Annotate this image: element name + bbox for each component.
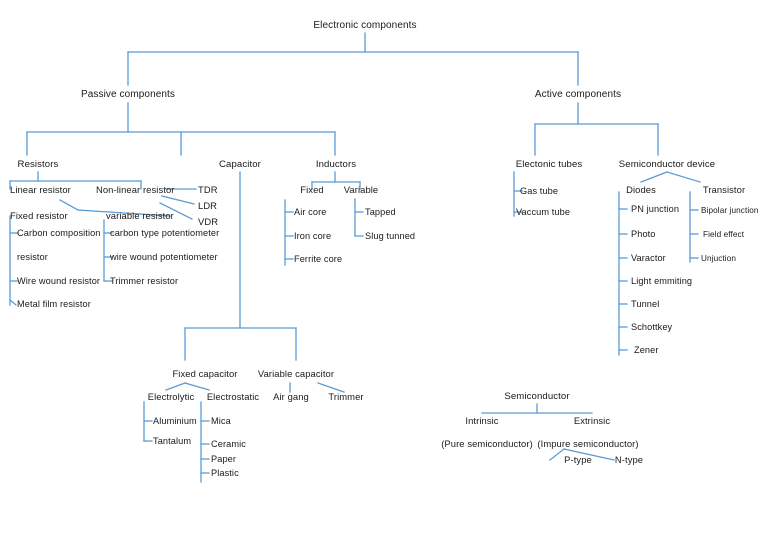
- node-electronic-components[interactable]: Electronic components: [313, 20, 417, 31]
- node-vdr[interactable]: VDR: [198, 216, 219, 227]
- edge-semidevice-to-transistor: [666, 171, 701, 183]
- node-variable-resistor[interactable]: variable resistor: [106, 210, 174, 221]
- node-variable-capacitor[interactable]: Variable capacitor: [257, 368, 335, 379]
- node-iron-core[interactable]: Iron core: [294, 231, 332, 241]
- node-diodes[interactable]: Diodes: [626, 184, 656, 195]
- node-tunnel[interactable]: Tunnel: [631, 299, 660, 309]
- node-field-effect[interactable]: Field effect: [703, 230, 745, 239]
- node-electonic-tubes[interactable]: Electonic tubes: [515, 159, 583, 170]
- node-schottkey[interactable]: Schottkey: [631, 322, 673, 332]
- node-capacitor[interactable]: Capacitor: [219, 159, 261, 170]
- node-bipolar-junction[interactable]: Bipolar junction: [701, 206, 759, 215]
- node-metal-film-resistor[interactable]: Metal film resistor: [17, 299, 91, 309]
- node-inductor-fixed[interactable]: Fixed: [300, 184, 324, 195]
- node-pure-semiconductor: (Pure semiconductor): [441, 438, 533, 449]
- edge-tick-metal-film: [9, 299, 17, 306]
- node-semiconductor[interactable]: Semiconductor: [504, 391, 570, 402]
- node-air-gang[interactable]: Air gang: [273, 391, 309, 402]
- node-trimmer-resistor[interactable]: Trimmer resistor: [110, 276, 179, 286]
- node-inductor-variable[interactable]: Variable: [343, 184, 379, 195]
- node-transistor[interactable]: Transistor: [702, 184, 746, 195]
- node-passive-components[interactable]: Passive components: [80, 89, 176, 100]
- node-paper[interactable]: Paper: [211, 454, 237, 464]
- node-unjuction[interactable]: Unjuction: [701, 254, 737, 263]
- node-slug-tunned[interactable]: Slug tunned: [365, 231, 416, 241]
- node-mica[interactable]: Mica: [211, 416, 231, 426]
- node-aluminium[interactable]: Aluminium: [153, 416, 197, 426]
- node-ceramic[interactable]: Ceramic: [211, 439, 246, 449]
- node-fixed-capacitor[interactable]: Fixed capacitor: [172, 368, 238, 379]
- node-wire-wound-resistor[interactable]: Wire wound resistor: [17, 276, 101, 286]
- edge-linear-to-fixed: [59, 199, 79, 211]
- node-tapped[interactable]: Tapped: [365, 207, 396, 217]
- node-resistors[interactable]: Resistors: [17, 159, 59, 170]
- edge-nonlinear-to-ldr: [161, 195, 195, 205]
- node-ldr[interactable]: LDR: [198, 200, 218, 211]
- node-linear-resistor[interactable]: Linear resistor: [10, 184, 71, 195]
- node-impure-semiconductor: (Impure semiconductor): [537, 438, 639, 449]
- node-pn-junction[interactable]: PN junction: [631, 204, 680, 214]
- node-electrostatic[interactable]: Electrostatic: [206, 391, 260, 402]
- node-gas-tube[interactable]: Gas tube: [520, 186, 559, 196]
- node-capacitor-trimmer[interactable]: Trimmer: [328, 391, 364, 402]
- edge-fixedcap-to-electrostatic: [184, 382, 210, 391]
- node-fixed-resistor[interactable]: Fixed resistor: [10, 210, 68, 221]
- node-plastic[interactable]: Plastic: [211, 468, 239, 478]
- node-n-type[interactable]: N-type: [614, 454, 644, 465]
- node-intrinsic[interactable]: Intrinsic: [465, 415, 499, 426]
- node-light-emmiting[interactable]: Light emmiting: [631, 276, 693, 286]
- node-tantalum[interactable]: Tantalum: [153, 436, 192, 446]
- node-varactor[interactable]: Varactor: [631, 253, 666, 263]
- node-wire-wound-potentiometer[interactable]: wire wound potentiometer: [110, 252, 218, 262]
- node-tdr[interactable]: TDR: [198, 184, 218, 195]
- node-non-linear-resistor[interactable]: Non-linear resistor: [96, 184, 175, 195]
- node-electrolytic[interactable]: Electrolytic: [147, 391, 195, 402]
- node-zener[interactable]: Zener: [634, 345, 659, 355]
- node-air-core[interactable]: Air core: [294, 207, 327, 217]
- node-active-components[interactable]: Active components: [534, 89, 622, 100]
- node-semiconductor-device[interactable]: Semiconductor device: [618, 159, 716, 170]
- edge-fixedcap-to-electrolytic: [165, 382, 186, 391]
- node-carbon-composition[interactable]: Carbon composition: [17, 228, 101, 238]
- node-carbon-type-potentiometer[interactable]: carbon type potentiometer: [110, 228, 220, 238]
- node-inductors[interactable]: Inductors: [315, 159, 357, 170]
- node-carbon-composition-line2: resistor: [17, 252, 48, 262]
- edge-extrinsic-to-ptype: [549, 448, 565, 461]
- node-ferrite-core[interactable]: Ferrite core: [294, 254, 343, 264]
- node-p-type[interactable]: P-type: [564, 454, 592, 465]
- node-vaccum-tube[interactable]: Vaccum tube: [516, 207, 571, 217]
- edge-semidevice-to-diodes: [640, 171, 668, 183]
- node-photo[interactable]: Photo: [631, 229, 656, 239]
- node-extrinsic[interactable]: Extrinsic: [573, 415, 611, 426]
